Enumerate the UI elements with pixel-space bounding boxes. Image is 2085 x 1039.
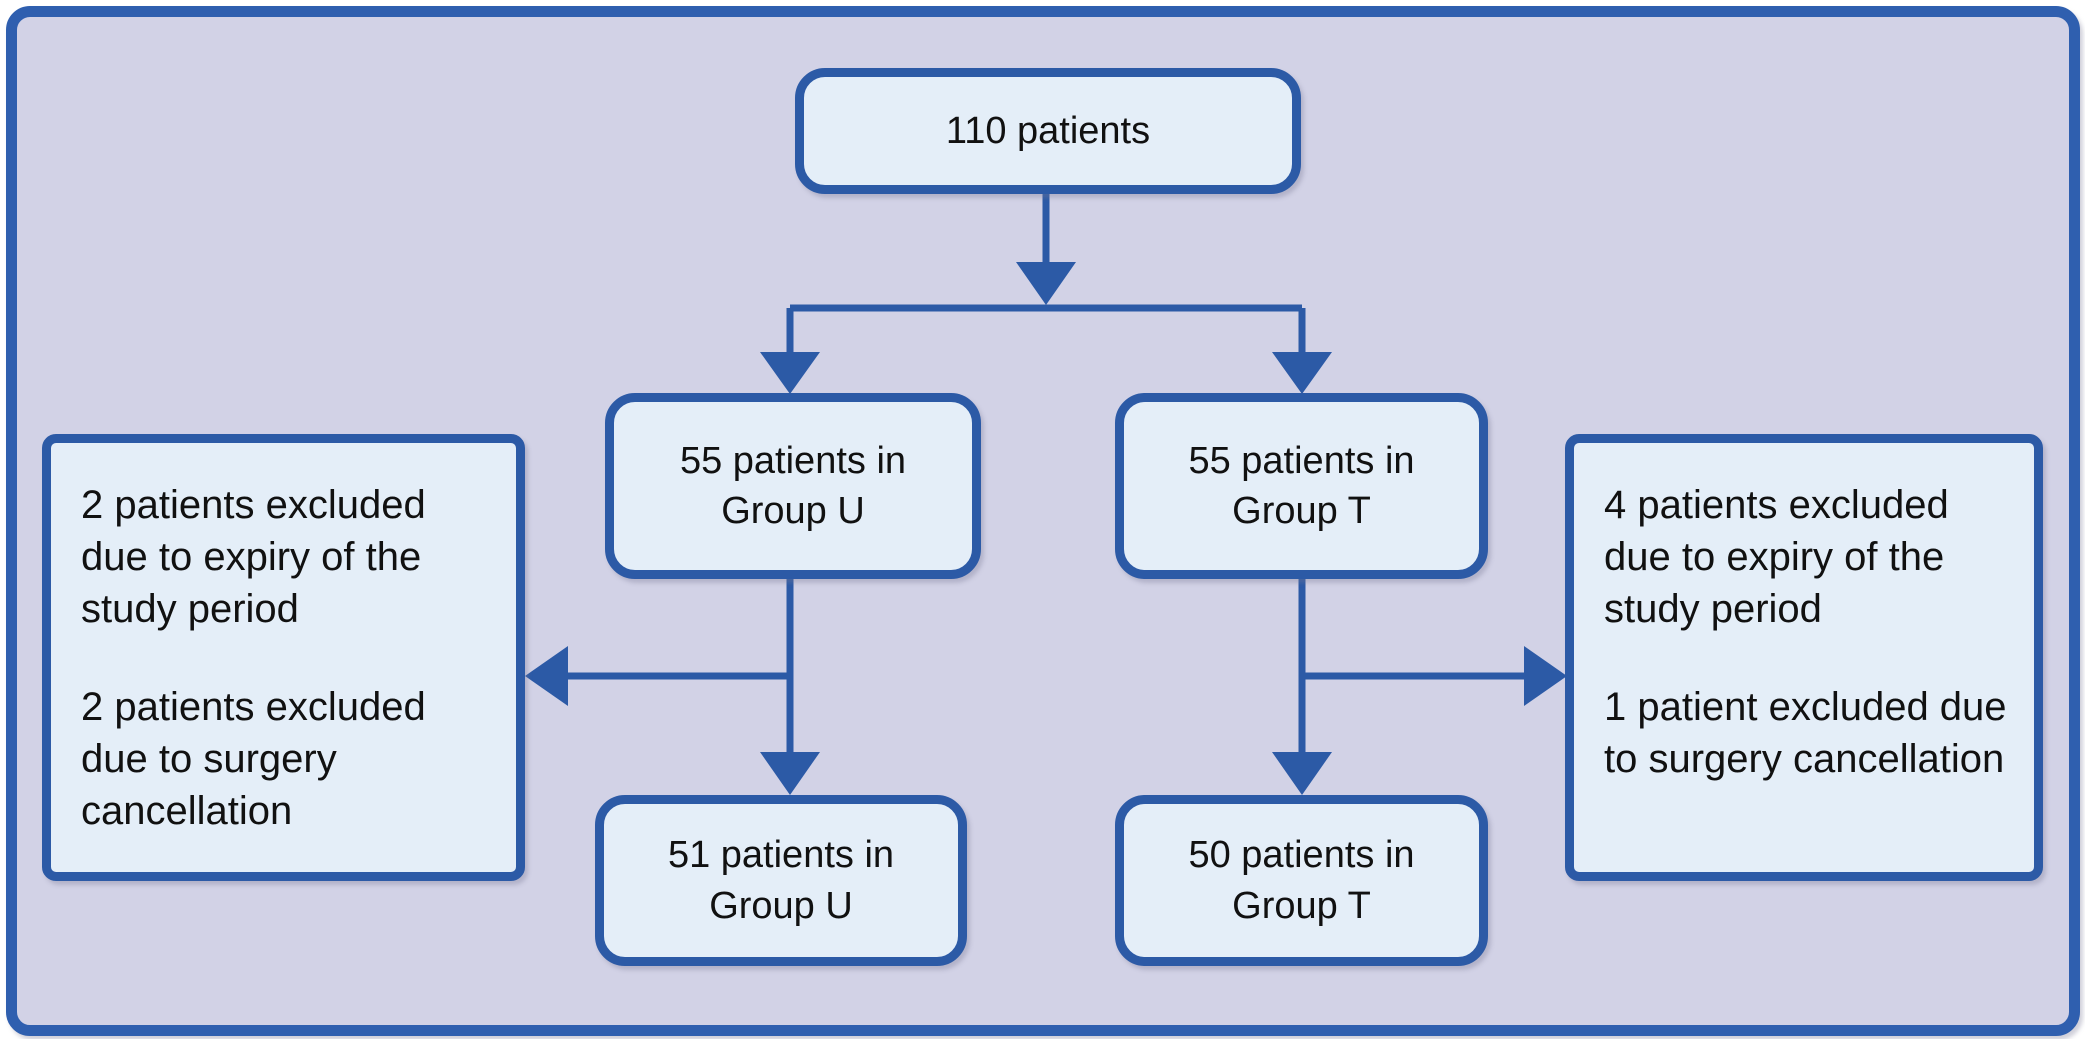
node-exclusions-right: 4 patients excluded due to expiry of the… [1565, 434, 2043, 881]
node-group-u-final-label: 51 patients in Group U [667, 834, 895, 927]
node-group-t-enrolled-label: 55 patients in Group T [1188, 439, 1415, 532]
node-group-t-final-label: 50 patients in Group T [1188, 834, 1415, 927]
exclusion-reason-left-1: 2 patients excluded due to expiry of the… [81, 483, 426, 631]
node-group-u-final: 51 patients in Group U [595, 795, 967, 966]
node-group-u-enrolled-label: 55 patients in Group U [679, 439, 907, 532]
exclusion-reason-left-2: 2 patients excluded due to surgery cance… [81, 685, 426, 833]
exclusion-reason-right-1: 4 patients excluded due to expiry of the… [1604, 483, 1949, 631]
exclusion-reason-right-2: 1 patient excluded due to surgery cancel… [1604, 685, 2007, 781]
node-total-patients: 110 patients [795, 68, 1301, 194]
node-group-u-enrolled: 55 patients in Group U [605, 393, 981, 579]
node-group-t-final: 50 patients in Group T [1115, 795, 1488, 966]
node-exclusions-left: 2 patients excluded due to expiry of the… [42, 434, 525, 881]
node-total-patients-label: 110 patients [945, 109, 1151, 152]
node-group-t-enrolled: 55 patients in Group T [1115, 393, 1488, 579]
